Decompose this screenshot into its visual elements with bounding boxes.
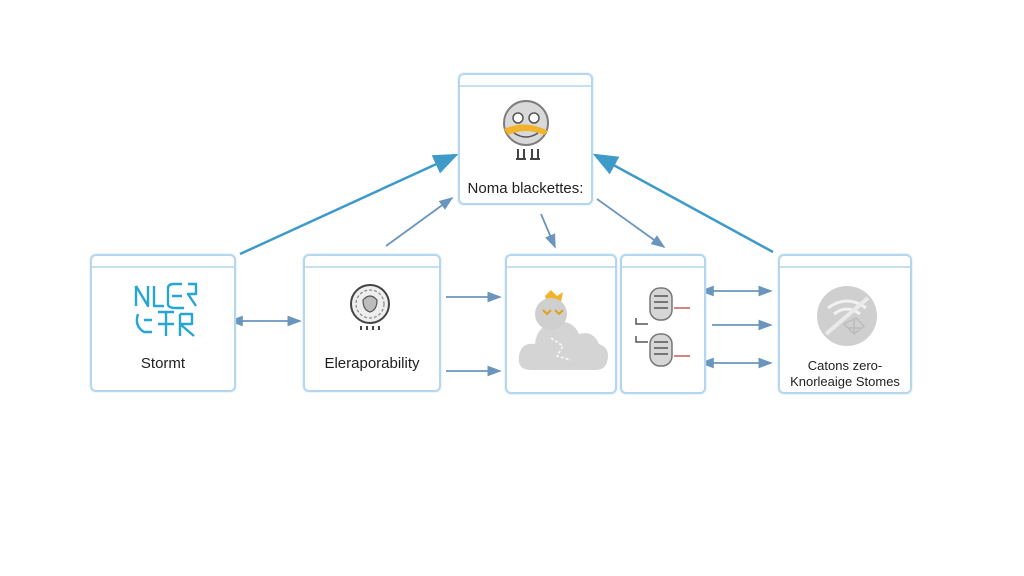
node-right-label-line1: Catons zero-	[807, 358, 883, 373]
arrow-top-to-cloud	[540, 213, 556, 249]
node-right: Catons zero- Knorleaige Stomes	[778, 254, 912, 394]
glyph-logo-icon	[132, 280, 200, 345]
coin-icon	[347, 282, 393, 335]
shield-network-icon	[814, 284, 880, 353]
node-cloud-header-line	[507, 266, 615, 268]
node-left-header-line	[92, 266, 234, 268]
node-top: Noma blackettes:	[458, 73, 593, 205]
node-right-label-line2: Knorleaige Stomes	[790, 374, 900, 389]
arrow-left-to-top	[239, 153, 459, 256]
node-cloud	[505, 254, 617, 394]
node-middle: Eleraporability	[303, 254, 441, 392]
arrow-right-to-top	[592, 153, 774, 254]
robot-face-icon	[490, 97, 562, 172]
cloud-robot-icon	[517, 286, 609, 381]
arrow-middle-to-top	[385, 196, 454, 247]
node-shoes-header-line	[622, 266, 704, 268]
sneaker-icon	[634, 286, 694, 379]
node-middle-header-line	[305, 266, 439, 268]
node-right-header-line	[780, 266, 910, 268]
node-middle-label: Eleraporability	[324, 355, 420, 372]
node-left-label: Stormt	[140, 355, 186, 372]
node-left: Stormt	[90, 254, 236, 392]
node-top-header-line	[460, 85, 591, 87]
node-shoes	[620, 254, 706, 394]
node-top-label: Noma blackettes:	[467, 180, 584, 197]
arrow-top-to-shoes	[596, 198, 666, 249]
